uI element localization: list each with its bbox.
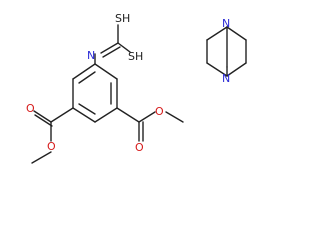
dabco-structure: N N xyxy=(206,17,247,85)
isophthalate-structure: N SH SH O O O O xyxy=(26,12,184,164)
dabco-bond xyxy=(226,26,247,41)
n-to-c-double-bond xyxy=(102,46,121,58)
n-to-c-bond xyxy=(100,42,119,54)
oxygen-label: O xyxy=(47,140,56,153)
c-to-s-bond xyxy=(117,42,131,53)
ring-bond xyxy=(94,107,118,123)
dabco-bond xyxy=(206,62,228,77)
oxygen-label: O xyxy=(135,141,144,154)
ring-bond xyxy=(72,63,96,80)
nitrogen-label: N xyxy=(87,49,95,62)
sulfur-label: SH xyxy=(128,50,143,63)
dabco-bond xyxy=(226,62,247,77)
oxygen-label: O xyxy=(26,102,35,115)
methoxy-bond xyxy=(165,111,184,123)
ring-bond xyxy=(72,107,96,123)
sulfur-label: SH xyxy=(115,12,130,25)
ester-carbonyl-double-bond xyxy=(34,114,53,127)
ring-to-ester-bond xyxy=(50,107,74,123)
nitrogen-label: N xyxy=(222,17,230,30)
molecule-diagram: N SH SH O O O O N N xyxy=(26,12,247,164)
chemical-structure-canvas: N SH SH O O O O N N xyxy=(26,12,247,164)
ring-to-ester-bond xyxy=(116,107,140,123)
methoxy-bond xyxy=(31,151,52,164)
nitrogen-label: N xyxy=(222,72,230,85)
ester-carbonyl-bond xyxy=(33,110,52,123)
dabco-bond xyxy=(206,26,228,41)
ring-bond xyxy=(94,63,118,80)
aromatic-inner-bond xyxy=(78,103,96,115)
aromatic-inner-bond xyxy=(78,71,96,84)
oxygen-label: O xyxy=(155,105,164,118)
ester-single-bond xyxy=(138,111,156,123)
